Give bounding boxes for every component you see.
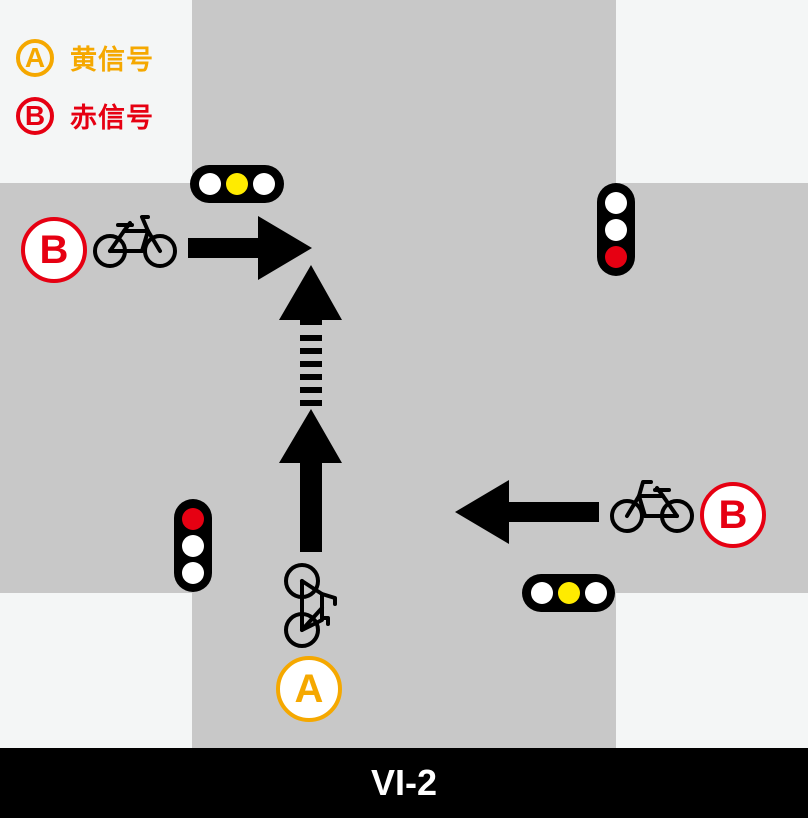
lamp-yellow [225,173,248,195]
legend-badge-a: A [16,38,54,77]
lamp-yellow [557,582,580,604]
bicycle-icon-east [610,480,694,533]
lamp-red [605,245,627,268]
lamp-red [182,507,204,530]
lamp-off [530,582,553,604]
arrow-right-icon [188,216,312,280]
arrow-up-dashed-icon [279,265,342,406]
marker-a-south: A [276,656,342,722]
legend-item-a: A 黄信号 [16,38,154,77]
legend-label-yellow-signal: 黄信号 [70,45,154,76]
arrow-left-icon [455,480,599,544]
lamp-off [605,191,627,214]
legend-label-red-signal: 赤信号 [70,103,154,134]
bicycle-icon-south [284,563,337,648]
lamp-off [182,561,204,584]
lamp-off [584,582,607,604]
lamp-off [198,173,221,195]
legend-badge-b: B [16,96,54,135]
diagram-label: VI-2 [0,748,808,818]
lamp-off [605,218,627,241]
legend-item-b: B 赤信号 [16,96,154,135]
north-traffic-signal [190,165,284,203]
marker-b-east: B [700,482,766,548]
bicycle-icon-west [93,215,177,268]
lamp-off [182,534,204,557]
south-traffic-signal [522,574,615,612]
west-traffic-signal [174,499,212,592]
east-traffic-signal [597,183,635,276]
arrow-up-icon [279,409,342,552]
marker-b-west: B [21,217,87,283]
lamp-off [253,173,276,195]
